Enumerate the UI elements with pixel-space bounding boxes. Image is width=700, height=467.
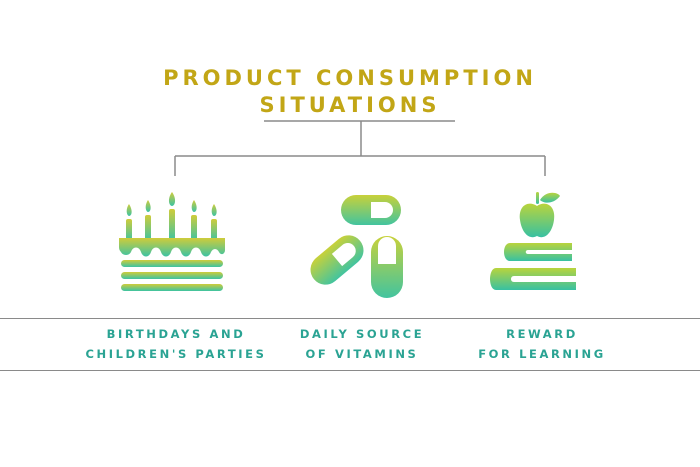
situation-label-line-1: DAILY SOURCE — [299, 327, 425, 341]
situation-label-learning: REWARD FOR LEARNING — [432, 324, 652, 364]
situation-label-line-1: BIRTHDAYS AND — [106, 327, 246, 341]
situation-label-line-1: REWARD — [506, 327, 578, 341]
situation-label-vitamins: DAILY SOURCE OF VITAMINS — [252, 324, 472, 364]
situation-label-line-2: CHILDREN'S PARTIES — [85, 347, 267, 361]
situation-label-birthdays: BIRTHDAYS AND CHILDREN'S PARTIES — [66, 324, 286, 364]
vitamin-capsules-icon — [310, 195, 403, 298]
capsule-vertical — [371, 236, 403, 298]
situation-label-line-2: FOR LEARNING — [478, 347, 606, 361]
diagram-title-line-1: PRODUCT CONSUMPTION — [163, 66, 537, 90]
capsule-diagonal — [310, 235, 364, 285]
diagram-title-line-2: SITUATIONS — [259, 93, 441, 117]
band-bottom-line — [0, 370, 700, 371]
birthday-cake-icon — [119, 192, 225, 291]
situation-label-line-2: OF VITAMINS — [305, 347, 419, 361]
apple-on-books-icon — [490, 192, 576, 290]
capsule-top — [341, 195, 401, 225]
band-top-line — [0, 318, 700, 319]
